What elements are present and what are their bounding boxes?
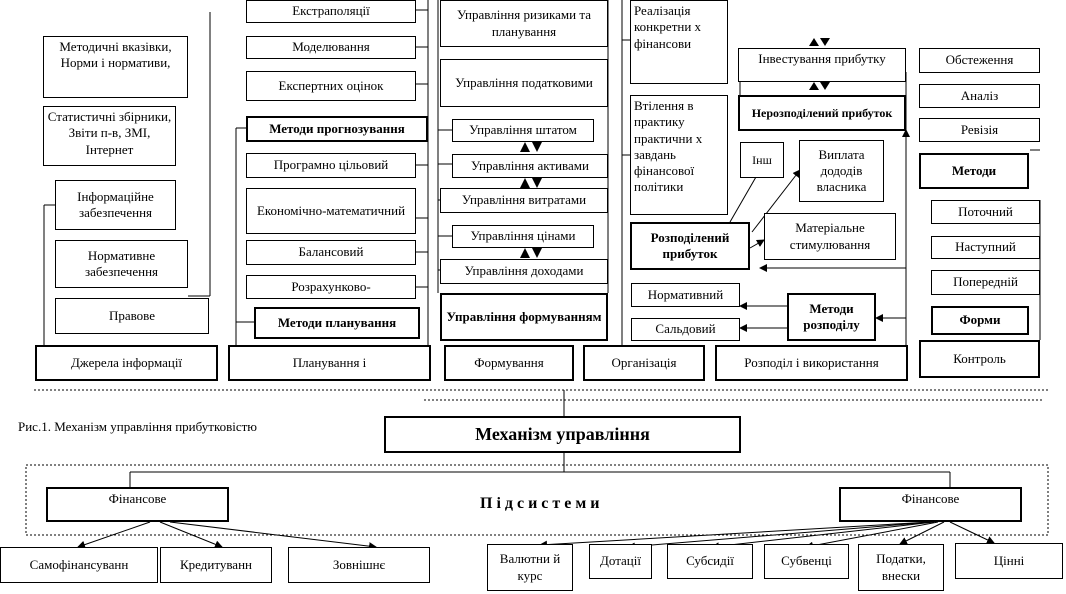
control-methods-box: Методи [919, 153, 1029, 189]
distributed-profit-box: Розподілений прибуток [630, 222, 750, 270]
group-planning: Планування і [228, 345, 431, 381]
distribution-methods-box: Методи розподілу [787, 293, 876, 341]
legal-support-box: Правове [55, 298, 209, 334]
group-information-sources: Джерела інформації [35, 345, 218, 381]
other-uses-box: Інш [740, 142, 784, 178]
analysis-box: Аналіз [919, 84, 1040, 108]
taxes-fees-box: Податки, внески [858, 544, 944, 591]
normative-support-box: Нормативне забезпечення [55, 240, 188, 288]
methodical-guidelines-box: Методичні вказівки, Норми і нормативи, [43, 36, 188, 98]
external-financing-box: Зовнішнє [288, 547, 430, 583]
owner-dividends-box: Виплата дододів власника [799, 140, 884, 202]
specific-realization-box: Реалізація конкретни х фінансови [630, 0, 728, 84]
program-target-box: Програмно цільовий [246, 153, 416, 178]
statistical-sources-box: Статистичні збірники, Звіти п-в, ЗМІ, Ін… [43, 106, 176, 166]
profit-investment-box: Інвестування прибутку [738, 48, 906, 82]
group-formation: Формування [444, 345, 574, 381]
survey-box: Обстеження [919, 48, 1040, 73]
self-financing-box: Самофінансуванн [0, 547, 158, 583]
material-incentives-box: Матеріальне стимулювання [764, 213, 896, 260]
economic-mathematical-box: Економічно-математичний [246, 188, 416, 234]
figure-caption: Рис.1. Механізм управління прибутковістю [18, 419, 258, 434]
extrapolation-box: Екстраполяції [246, 0, 416, 23]
tax-management-box: Управління податковими [440, 59, 608, 107]
securities-box: Цінні [955, 543, 1063, 579]
crediting-box: Кредитуванн [160, 547, 272, 583]
financial-subsystem-right: Фінансове [839, 487, 1022, 522]
risk-management-box: Управління ризиками та планування [440, 0, 608, 47]
policy-implementation-box: Втілення в практику практични х завдань … [630, 95, 728, 215]
balance-residual-method-box: Сальдовий [631, 318, 740, 341]
formation-management-box: Управління формуванням [440, 293, 608, 341]
income-management-box: Управління доходами [440, 259, 608, 284]
staff-management-box: Управління штатом [452, 119, 594, 142]
grants-box: Дотації [589, 544, 652, 579]
undistributed-profit-box: Нерозподілений прибуток [738, 95, 906, 131]
balance-method-box: Балансовий [246, 240, 416, 265]
audit-box: Ревізія [919, 118, 1040, 142]
financial-subsystem-left: Фінансове [46, 487, 229, 522]
mechanism-title-box: Механізм управління [384, 416, 741, 453]
calculation-method-box: Розрахунково- [246, 275, 416, 299]
group-organization: Організація [583, 345, 705, 381]
modeling-box: Моделювання [246, 36, 416, 59]
forecasting-methods-box: Методи прогнозування [246, 116, 428, 142]
current-control-box: Поточний [931, 200, 1040, 224]
group-distribution-and-use: Розподіл і використання [715, 345, 908, 381]
information-support-box: Інформаційне забезпечення [55, 180, 176, 230]
subventions-box: Субвенці [764, 544, 849, 579]
subsystems-label: Підсистеми [480, 495, 604, 512]
asset-management-box: Управління активами [452, 154, 608, 178]
cost-management-box: Управління витратами [440, 188, 608, 213]
price-management-box: Управління цінами [452, 225, 594, 248]
group-control: Контроль [919, 340, 1040, 378]
prior-control-box: Попередній [931, 270, 1040, 295]
control-forms-box: Форми [931, 306, 1029, 335]
subsidies-box: Субсидії [667, 544, 753, 579]
expert-estimates-box: Експертних оцінок [246, 71, 416, 101]
exchange-rate-box: Валютни й курс [487, 544, 573, 591]
planning-methods-box: Методи планування [254, 307, 420, 339]
next-control-box: Наступний [931, 236, 1040, 259]
normative-method-box: Нормативний [631, 283, 740, 307]
